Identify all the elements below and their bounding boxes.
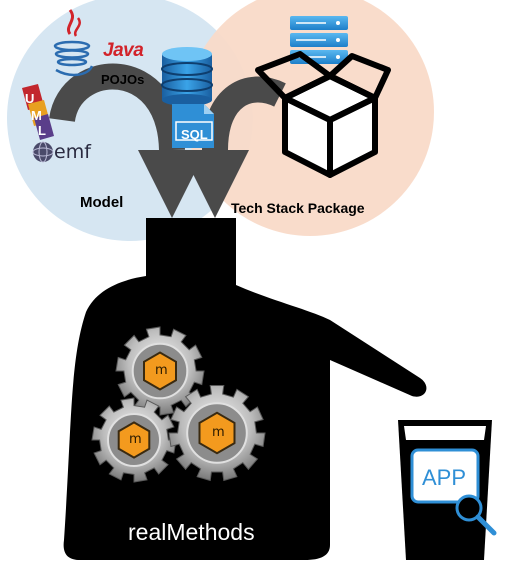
model-arrow: [49, 63, 206, 218]
gear-right: [168, 385, 266, 482]
gear-mark-bottom-left: m: [129, 432, 142, 447]
realmethods-label: realMethods: [128, 519, 255, 545]
sql-label: SQL: [181, 127, 208, 142]
sql-file-icon: [172, 104, 214, 148]
gear-top: [115, 326, 205, 416]
svg-text:U: U: [25, 91, 34, 106]
svg-text:L: L: [38, 123, 46, 138]
magnifier-icon: [455, 494, 497, 536]
tech-stack-label: Tech Stack Package: [231, 200, 365, 216]
gear-mark-top: m: [155, 363, 168, 378]
uml-icon: U M L: [22, 84, 54, 140]
model-label: Model: [80, 194, 124, 211]
server-icon: [290, 16, 348, 64]
hexagon-icon: [117, 421, 151, 459]
app-label: APP: [422, 465, 467, 490]
hexagon-icon: [198, 411, 236, 455]
gear-mark-right: m: [212, 425, 225, 440]
machine-body: [63, 218, 427, 560]
app-glass-icon: [398, 420, 492, 560]
emf-icon: [32, 141, 54, 163]
gear-bottom-left: [91, 397, 177, 483]
svg-text:M: M: [31, 108, 42, 123]
pojos-label: POJOs: [101, 72, 145, 87]
emf-label: emf: [54, 141, 91, 163]
open-box-icon: [255, 51, 391, 178]
database-icon: [161, 47, 213, 106]
java-icon: [53, 9, 94, 77]
hexagon-icon: [143, 351, 177, 391]
java-label: Java: [103, 40, 144, 61]
tech-stack-arrow: [181, 76, 286, 218]
